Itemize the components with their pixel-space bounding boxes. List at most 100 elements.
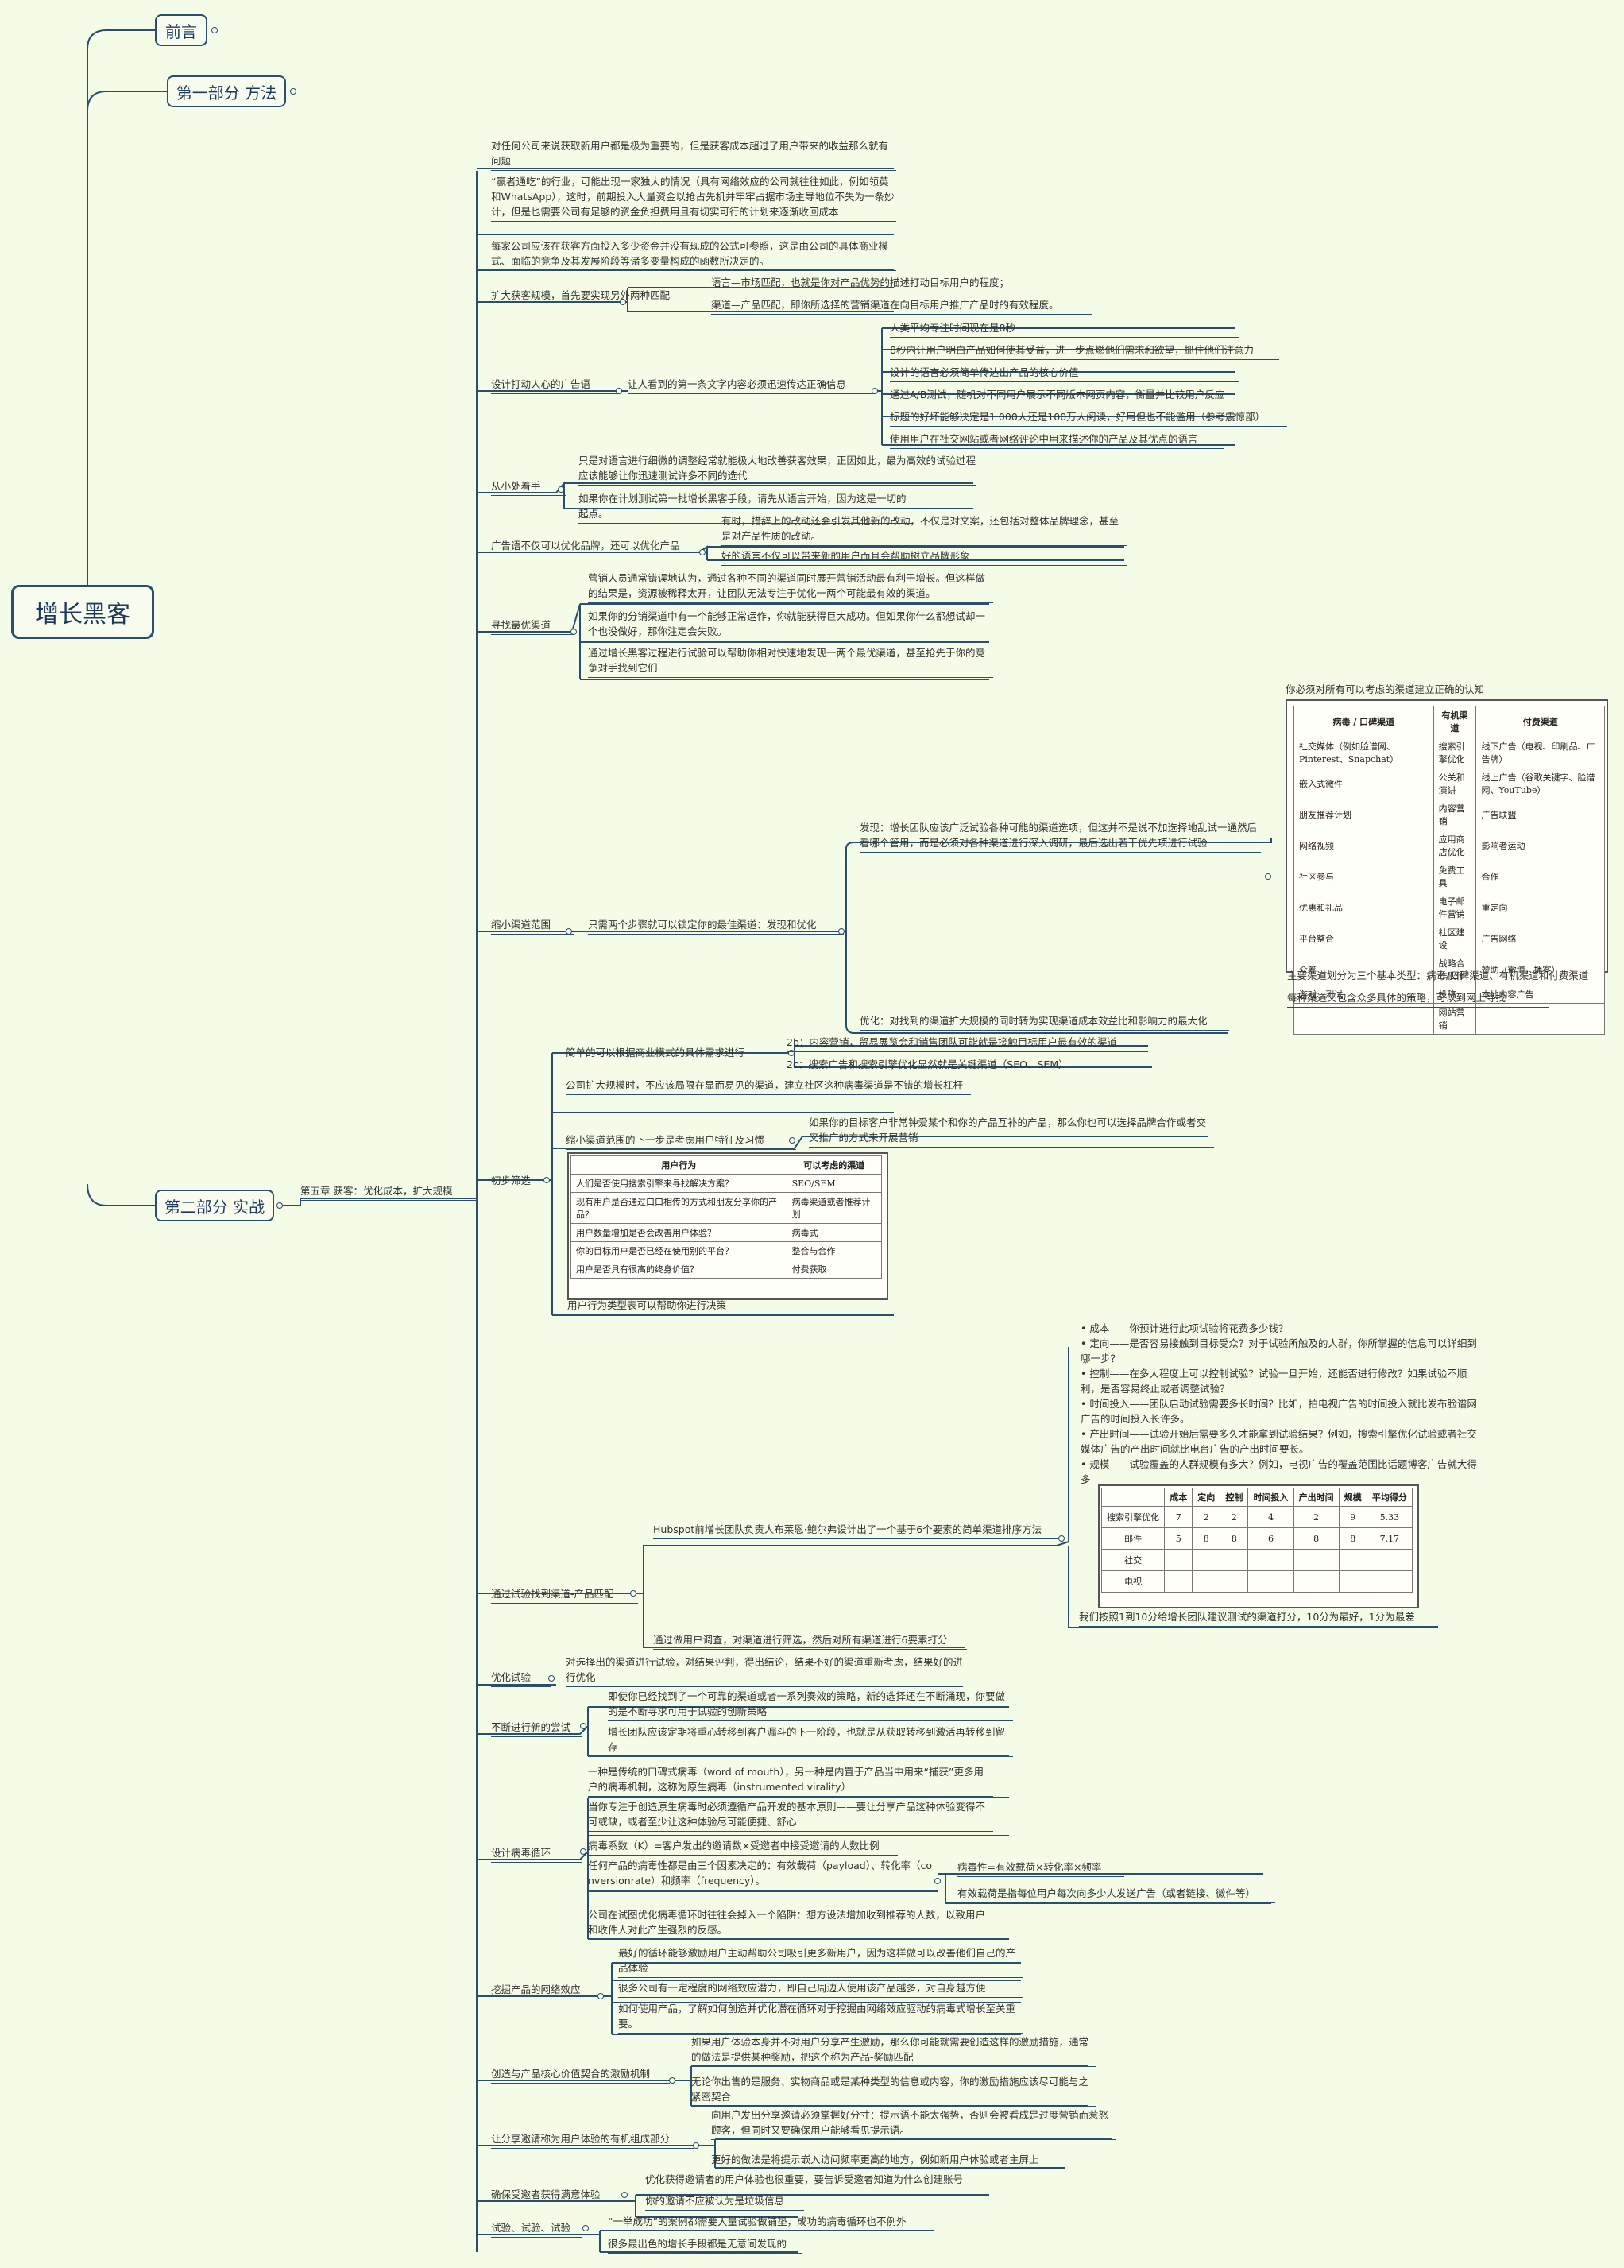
collapse-toggle-part1[interactable]	[290, 88, 296, 95]
network-c3: 如何使用产品，了解如何创造并优化潜在循环对于挖掘由网络效应驱动的病毒式增长至关重…	[618, 2001, 1023, 2034]
discover-toggle[interactable]	[1265, 873, 1271, 880]
bullet-control: • 控制——在多大程度上可以控制试验？试验一旦开始，还能否进行修改？如果试验不顺…	[1081, 1368, 1467, 1395]
try-toggle[interactable]	[580, 1723, 586, 1729]
viral-c3: 病毒系数（K）=客户发出的邀请数×受邀者中接受邀请的人数比例	[588, 1838, 898, 1856]
viral-label[interactable]: 设计病毒循环	[491, 1845, 582, 1863]
table-cell	[1338, 1570, 1367, 1593]
viral-toggle[interactable]	[580, 1848, 586, 1855]
incentive-c1: 如果用户体验本身并不对用户分享产生激励，那么你可能就需要创造这样的激励措施，通常…	[691, 2034, 1096, 2067]
section-preface[interactable]: 前言	[155, 14, 207, 46]
test-toggle[interactable]	[582, 2225, 589, 2231]
invitee-label[interactable]: 确保受邀者获得满意体验	[491, 2187, 622, 2204]
table-cell: 社区建设	[1433, 923, 1477, 954]
table-cell: 广告联盟	[1475, 799, 1605, 830]
screen-label[interactable]: 初步筛选	[491, 1173, 551, 1190]
table-cell: 病毒渠道或者推荐计划	[786, 1192, 883, 1224]
experiment-toggle[interactable]	[630, 1590, 636, 1597]
table-header-cell: 定向	[1192, 1488, 1221, 1507]
table-cell: 嵌入式微件	[1293, 768, 1434, 799]
root-node[interactable]: 增长黑客	[11, 585, 154, 639]
table-cell: 搜索引擎优化	[1433, 737, 1477, 768]
ad-label[interactable]: 设计打动人心的广告语	[491, 377, 618, 394]
channel-table-note1: 主要渠道划分为三个基本类型：病毒/口碑渠道、有机渠道和付费渠道	[1287, 968, 1609, 985]
test-label[interactable]: 试验、试验、试验	[491, 2220, 582, 2238]
table-cell: 社交媒体（例如脸谱网、Pinterest、Snapchat）	[1293, 737, 1434, 768]
fit-language-market: 语言—市场匹配，也就是你对产品优势的描述打动目标用户的程度；	[711, 275, 1069, 292]
chapter5-label[interactable]: 第五章 获客：优化成本，扩大规模	[300, 1183, 477, 1201]
opt-toggle[interactable]	[548, 1675, 555, 1682]
table-cell: 5.33	[1366, 1506, 1413, 1528]
network-toggle[interactable]	[597, 1993, 604, 1999]
table-header-cell: 用户行为	[570, 1155, 787, 1175]
collapse-toggle-part2[interactable]	[276, 1202, 283, 1209]
screen-expand: 公司扩大规模时，不应该局限在显而易见的渠道，建立社区这种病毒渠道是不错的增长杠杆	[566, 1078, 971, 1095]
ad-toggle[interactable]	[616, 388, 622, 394]
narrow-label[interactable]: 缩小渠道范围	[491, 917, 574, 935]
table-cell	[1220, 1570, 1249, 1593]
invite-label[interactable]: 让分享邀请称为用户体验的有机组成部分	[491, 2131, 694, 2149]
fit-toggle[interactable]	[620, 299, 626, 305]
table-row: 社区参与免费工具合作	[1293, 861, 1605, 892]
experiment-research: 通过做用户调查，对渠道进行筛选，然后对所有渠道进行6要素打分	[653, 1632, 967, 1650]
incentive-toggle[interactable]	[669, 2077, 675, 2084]
best-label[interactable]: 寻找最优渠道	[491, 617, 574, 635]
brand-toggle[interactable]	[699, 549, 706, 555]
table-cell: 重定向	[1475, 892, 1605, 923]
screen-toggle[interactable]	[543, 1177, 550, 1183]
table-cell: 社区参与	[1293, 861, 1434, 892]
ad-mid-toggle[interactable]	[872, 388, 878, 394]
opt-label[interactable]: 优化试验	[491, 1670, 551, 1687]
table-cell: 6	[1247, 1527, 1294, 1550]
channel-table-title: 你必须对所有可以考虑的渠道建立正确的认知	[1286, 682, 1540, 699]
table-cell: 影响者运动	[1475, 830, 1605, 861]
hubspot-toggle[interactable]	[1058, 1535, 1065, 1542]
table-cell: 电视	[1100, 1570, 1166, 1593]
screen-simple-toggle[interactable]	[788, 1050, 795, 1056]
table-header-cell: 付费渠道	[1475, 706, 1605, 737]
experiment-label[interactable]: 通过试验找到渠道-产品匹配	[491, 1586, 638, 1604]
table-cell	[1293, 1549, 1340, 1571]
screen-next-toggle[interactable]	[789, 1137, 795, 1144]
incentive-label[interactable]: 创造与产品核心价值契合的激励机制	[491, 2066, 670, 2084]
network-label[interactable]: 挖掘产品的网络效应	[491, 1982, 598, 1999]
small-label[interactable]: 从小处着手	[491, 478, 566, 496]
narrow-toggle[interactable]	[566, 928, 572, 935]
best-c1: 营销人员通常错误地认为，通过各种不同的渠道同时展开营销活动最有利于增长。但这样做…	[588, 571, 993, 603]
narrow-optimize: 优化：对找到的渠道扩大规模的同时转为实现渠道成本效益比和影响力的最大化	[860, 1013, 1229, 1031]
narrow-mid-toggle[interactable]	[838, 928, 845, 935]
brand-label[interactable]: 广告语不仅可以优化品牌，还可以优化产品	[491, 538, 706, 555]
small-toggle[interactable]	[558, 486, 564, 493]
try-c2: 增长团队应该定期将重心转移到客户漏斗的下一阶段，也就是从获取转移到激活再转移到留…	[608, 1724, 1013, 1757]
table-cell: 整合与合作	[786, 1241, 883, 1260]
best-toggle[interactable]	[570, 629, 577, 635]
intro-p2: “赢者通吃”的行业，可能出现一家独大的情况（具有网络效应的公司就往往如此，例如领…	[491, 174, 896, 222]
brand-c2: 好的语言不仅可以带来新的用户而且会帮助树立品牌形象	[721, 548, 1127, 566]
try-label[interactable]: 不断进行新的尝试	[491, 1720, 582, 1737]
channel-table-note2: 每种渠道又包含众多具体的策略，可以到网上寻找	[1287, 990, 1549, 1008]
small-c2: 如果你在计划测试第一批增长黑客手段，请先从语言开始，因为这是一切的起点。	[578, 491, 912, 524]
table-cell: 2	[1220, 1506, 1249, 1528]
section-part1[interactable]: 第一部分 方法	[167, 75, 286, 107]
table-row: 平台整合社区建设广告网络	[1293, 923, 1605, 954]
invite-toggle[interactable]	[693, 2142, 699, 2149]
invitee-toggle[interactable]	[621, 2192, 628, 2198]
section-part2[interactable]: 第二部分 实战	[155, 1190, 274, 1221]
viral-c2: 当你专注于创造原生病毒时必须遵循产品开发的基本原则——要让分享产品这种体验变得不…	[588, 1799, 993, 1832]
table-header-cell	[1100, 1488, 1166, 1507]
table-cell: 投稿	[1433, 985, 1477, 1004]
bullet-time-input: • 时间投入——团队启动试验需要多长时间？比如，拍电视广告的时间投入就比发布脸谱…	[1081, 1398, 1477, 1425]
collapse-toggle-preface[interactable]	[211, 27, 218, 33]
viral-c4b: 有效载荷是指每位用户每次向多少人发送广告（或者链接、微件等）	[957, 1886, 1275, 1903]
table-cell: 8	[1293, 1527, 1340, 1550]
viral-c4-toggle[interactable]	[934, 1878, 941, 1884]
table-cell	[1475, 1003, 1605, 1035]
fit-channel-product: 渠道—产品匹配，即你所选择的营销渠道在向目标用户推广产品时的有效程度。	[711, 297, 1092, 315]
fit-label[interactable]: 扩大获客规模，首先要实现另外两种匹配	[491, 289, 671, 301]
try-c1: 即使你已经找到了一个可靠的渠道或者一系列奏效的策略，新的选择还在不断涌现，你要做…	[608, 1689, 1013, 1721]
table-cell: 8	[1220, 1527, 1249, 1550]
score-note: 我们按照1到10分给增长团队建议测试的渠道打分，10分为最好，1分为最差	[1079, 1609, 1438, 1627]
table-cell: 搜索引擎优化	[1100, 1506, 1166, 1528]
network-c2: 很多公司有一定程度的网络效应潜力，即自己周边人使用该产品越多，对自身越方便	[618, 1980, 1023, 1998]
